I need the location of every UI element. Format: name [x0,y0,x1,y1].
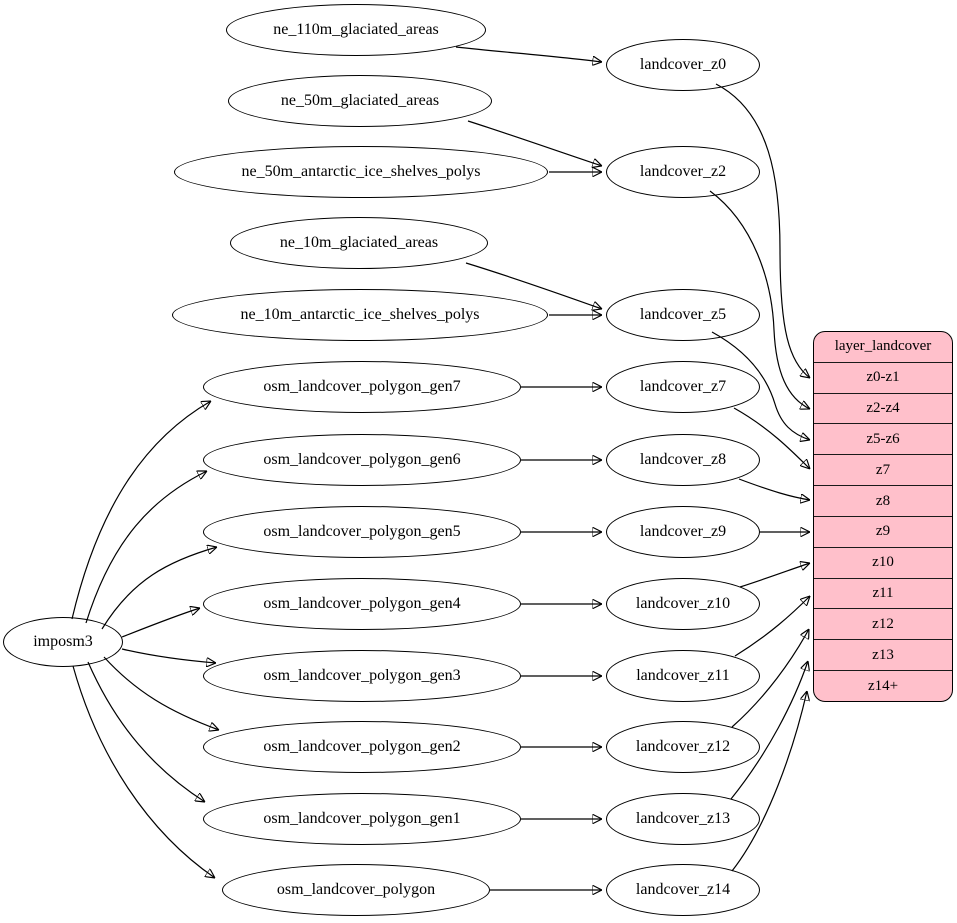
node-ne-10m-glaciated-areas: ne_10m_glaciated_areas [230,217,488,269]
node-imposm3: imposm3 [3,617,123,667]
node-osm-landcover-polygon-gen1: osm_landcover_polygon_gen1 [203,793,521,845]
record-row-z14: z14+ [814,670,952,701]
record-row-z13: z13 [814,639,952,670]
node-landcover-z8: landcover_z8 [606,434,760,486]
node-landcover-z5: landcover_z5 [606,289,760,341]
record-title: layer_landcover [834,338,932,355]
edge-z8-row [738,478,810,500]
node-landcover-z7: landcover_z7 [606,361,760,413]
edge-imposm3-gen2 [103,656,219,730]
node-ne-10m-antarctic-ice-shelves-polys: ne_10m_antarctic_ice_shelves_polys [172,289,548,341]
record-row-z7: z7 [814,454,952,485]
node-ne-50m-glaciated-areas: ne_50m_glaciated_areas [228,75,492,127]
node-landcover-z12: landcover_z12 [606,721,760,773]
node-landcover-z10: landcover_z10 [606,578,760,630]
edge-imposm3-polygon [72,665,215,878]
node-ne-50m-antarctic-ice-shelves-polys: ne_50m_antarctic_ice_shelves_polys [174,146,548,198]
record-row-z8: z8 [814,485,952,516]
node-landcover-z2: landcover_z2 [606,146,760,198]
edge-imposm3-gen1 [87,661,205,802]
node-osm-landcover-polygon-gen4: osm_landcover_polygon_gen4 [203,578,521,630]
node-osm-landcover-polygon-gen3: osm_landcover_polygon_gen3 [203,650,521,702]
record-row-z11: z11 [814,577,952,609]
node-ne-110m-glaciated-areas: ne_110m_glaciated_areas [226,4,486,56]
node-osm-landcover-polygon: osm_landcover_polygon [222,864,490,916]
edge-z10-row [739,563,810,588]
node-landcover-z9: landcover_z9 [606,506,760,558]
node-osm-landcover-polygon-gen6: osm_landcover_polygon_gen6 [203,434,521,486]
node-landcover-z0: landcover_z0 [606,39,760,91]
record-layer-landcover: layer_landcover z0-z1 z2-z4 z5-z6 z7 z8 … [813,331,953,702]
record-row-z5-z6: z5-z6 [814,423,952,454]
node-landcover-z14: landcover_z14 [606,864,760,916]
node-osm-landcover-polygon-gen2: osm_landcover_polygon_gen2 [203,721,521,773]
node-osm-landcover-polygon-gen7: osm_landcover_polygon_gen7 [203,361,521,413]
node-landcover-z11: landcover_z11 [606,650,760,702]
edge-imposm3-gen5 [101,547,217,630]
node-osm-landcover-polygon-gen5: osm_landcover_polygon_gen5 [203,506,521,558]
edge-imposm3-gen4 [121,608,200,638]
node-landcover-z13: landcover_z13 [606,793,760,845]
record-row-z10: z10 [814,546,952,578]
record-row-z9: z9 [814,515,952,547]
edge-imposm3-gen7 [71,401,211,620]
edge-z14-row [731,691,807,872]
record-row-z12: z12 [814,608,952,639]
edge-ne110m-z0 [455,46,602,62]
record-row-z0-z1: z0-z1 [814,361,952,393]
edge-imposm3-gen3 [121,648,216,663]
record-row-z2-z4: z2-z4 [814,392,952,424]
edge-imposm3-gen6 [85,471,207,624]
